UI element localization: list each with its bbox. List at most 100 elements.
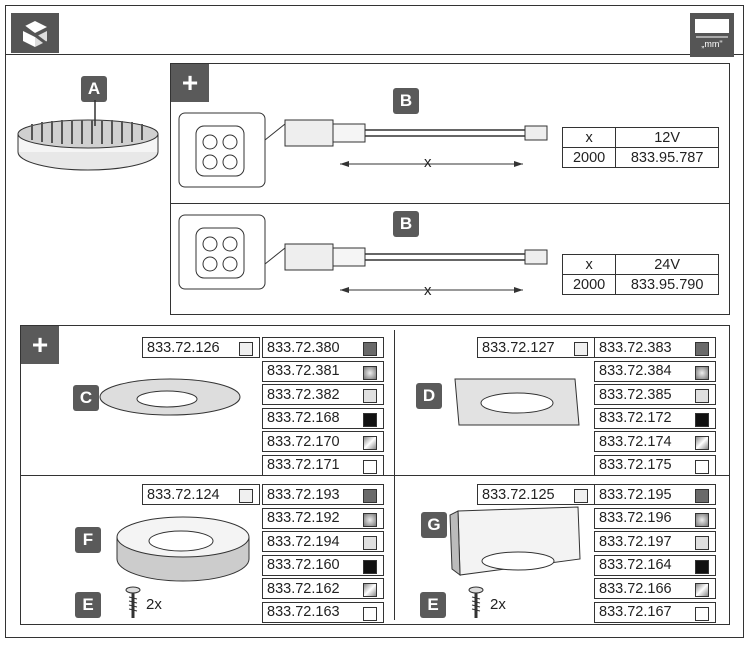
table-cell-length: 2000 <box>561 274 617 295</box>
article-code-text: 833.72.166 <box>599 580 672 597</box>
dimension-label-12v: x <box>424 154 432 171</box>
finish-color-swatch <box>363 342 377 356</box>
article-code-row: 833.72.171 <box>262 454 384 476</box>
article-code-row: 833.72.380 <box>262 337 384 358</box>
article-code-row: 833.72.175 <box>594 454 716 476</box>
round-trim-ring-illustration <box>99 378 241 416</box>
article-code-row: 833.72.166 <box>594 578 716 599</box>
article-code-text: 833.72.175 <box>599 457 672 473</box>
finish-color-swatch <box>363 512 377 527</box>
article-code-row: 833.72.194 <box>262 531 384 552</box>
screw-icon-right <box>468 586 484 618</box>
package-icon <box>11 13 59 53</box>
cable-24v-drawing <box>265 243 548 293</box>
base-article-code: 833.72.126 <box>142 337 260 358</box>
plus-icon-accessories: + <box>21 326 59 364</box>
article-code-text: 833.72.171 <box>267 457 340 473</box>
article-code-text: 833.72.380 <box>267 339 340 356</box>
color-swatch <box>239 342 253 356</box>
article-code-text: 833.72.193 <box>267 486 340 503</box>
badge-d: D <box>416 383 442 409</box>
article-code-row: 833.72.168 <box>262 407 384 429</box>
article-code-text: 833.72.174 <box>599 433 672 450</box>
article-code-text: 833.72.170 <box>267 433 340 450</box>
unit-indicator: „mm" <box>690 13 734 57</box>
finish-color-swatch <box>695 512 709 527</box>
finish-color-swatch <box>695 583 709 597</box>
table-cell-article: 833.95.790 <box>615 274 719 295</box>
accessories-v-divider <box>394 330 395 620</box>
table-header-voltage: 24V <box>615 254 719 275</box>
finish-color-swatch <box>695 606 709 621</box>
article-code-row: 833.72.196 <box>594 507 716 529</box>
finish-color-swatch <box>695 389 709 403</box>
article-code-row: 833.72.164 <box>594 554 716 576</box>
article-code-row: 833.72.167 <box>594 601 716 623</box>
base-article-code-text: 833.72.124 <box>147 486 220 503</box>
badge-c: C <box>73 385 99 411</box>
article-code-text: 833.72.384 <box>599 363 672 379</box>
plus-icon-cables: + <box>171 64 209 102</box>
badge-f: F <box>75 527 101 553</box>
finish-color-swatch <box>363 606 377 621</box>
base-article-code-text: 833.72.125 <box>482 486 555 503</box>
accessories-h-divider <box>20 475 730 476</box>
screw-quantity-left: 2x <box>146 596 162 613</box>
table-header-x: x <box>561 127 617 148</box>
article-code-row: 833.72.192 <box>262 507 384 529</box>
badge-e-right: E <box>420 592 446 618</box>
base-article-code-text: 833.72.127 <box>482 339 555 356</box>
finish-color-swatch <box>363 459 377 474</box>
color-swatch <box>574 489 588 503</box>
connector-detail-24v <box>178 214 266 290</box>
article-code-text: 833.72.195 <box>599 486 672 503</box>
unit-label: „mm" <box>701 39 723 49</box>
article-code-text: 833.72.167 <box>599 604 672 620</box>
header-bar: „mm" <box>5 5 744 57</box>
base-article-code: 833.72.125 <box>477 484 595 505</box>
article-code-row: 833.72.383 <box>594 337 716 358</box>
article-code-text: 833.72.163 <box>267 604 340 620</box>
page-frame <box>5 5 744 638</box>
ruler-icon <box>695 19 729 38</box>
finish-color-swatch <box>363 389 377 403</box>
finish-color-swatch <box>695 436 709 450</box>
finish-color-swatch <box>363 436 377 450</box>
article-code-row: 833.72.163 <box>262 601 384 623</box>
article-code-text: 833.72.383 <box>599 339 672 356</box>
base-article-code: 833.72.127 <box>477 337 595 358</box>
article-code-row: 833.72.197 <box>594 531 716 552</box>
article-code-text: 833.72.196 <box>599 510 672 526</box>
connector-detail-12v <box>178 112 266 188</box>
badge-a: A <box>81 76 107 102</box>
square-trim-frame-illustration <box>454 378 580 426</box>
color-swatch <box>239 489 253 503</box>
article-code-row: 833.72.170 <box>262 431 384 452</box>
article-code-row: 833.72.174 <box>594 431 716 452</box>
cable-section <box>170 63 730 315</box>
base-article-code-text: 833.72.126 <box>147 339 220 356</box>
table-header-x: x <box>561 254 617 275</box>
finish-color-swatch <box>695 342 709 356</box>
article-code-row: 833.72.382 <box>262 384 384 405</box>
finish-color-swatch <box>363 583 377 597</box>
screw-quantity-right: 2x <box>490 596 506 613</box>
square-surface-housing-illustration <box>449 506 581 577</box>
article-code-text: 833.72.197 <box>599 533 672 550</box>
finish-color-swatch <box>695 365 709 380</box>
screw-icon-left <box>125 586 141 618</box>
article-code-text: 833.72.164 <box>599 557 672 573</box>
finish-color-swatch <box>695 489 709 503</box>
table-cell-article: 833.95.787 <box>615 147 719 168</box>
article-code-row: 833.72.172 <box>594 407 716 429</box>
cable-12v-drawing <box>265 119 548 167</box>
article-code-text: 833.72.381 <box>267 363 340 379</box>
finish-color-swatch <box>363 489 377 503</box>
finish-color-swatch <box>363 536 377 550</box>
led-light-illustration <box>17 100 159 171</box>
dimension-label-24v: x <box>424 282 432 299</box>
article-code-text: 833.72.172 <box>599 410 672 426</box>
article-code-text: 833.72.168 <box>267 410 340 426</box>
article-code-text: 833.72.194 <box>267 533 340 550</box>
